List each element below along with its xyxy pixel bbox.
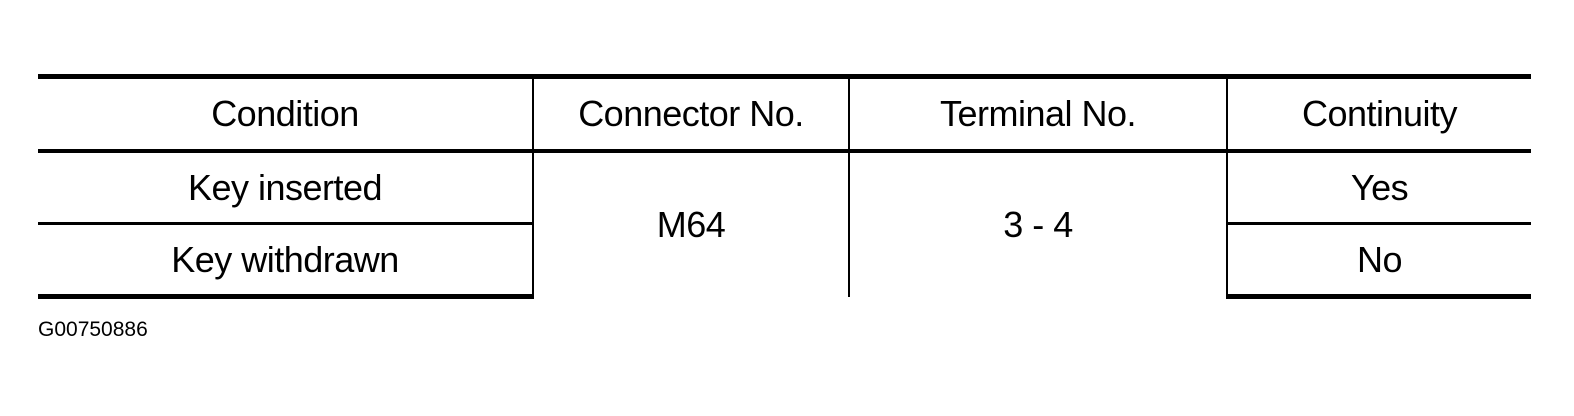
condition-cell: Key withdrawn	[38, 223, 534, 299]
terminal-cell: 3 - 4	[849, 151, 1228, 297]
table-row: Key withdrawn No	[38, 223, 1531, 299]
figure-id: G00750886	[38, 318, 148, 341]
header-connector-no: Connector No.	[533, 74, 850, 153]
connector-cell: M64	[533, 151, 850, 297]
header-row: Condition Connector No. Terminal No. Con…	[38, 74, 1531, 153]
continuity-cell: Yes	[1227, 151, 1531, 225]
header-terminal-no: Terminal No.	[849, 74, 1228, 153]
header-condition: Condition	[38, 74, 534, 153]
continuity-cell: No	[1227, 223, 1531, 299]
continuity-table: Condition Connector No. Terminal No. Con…	[38, 74, 1531, 299]
table-row: Key inserted M64 3 - 4 Yes	[38, 151, 1531, 297]
header-continuity: Continuity	[1227, 74, 1531, 153]
condition-cell: Key inserted	[38, 151, 534, 225]
